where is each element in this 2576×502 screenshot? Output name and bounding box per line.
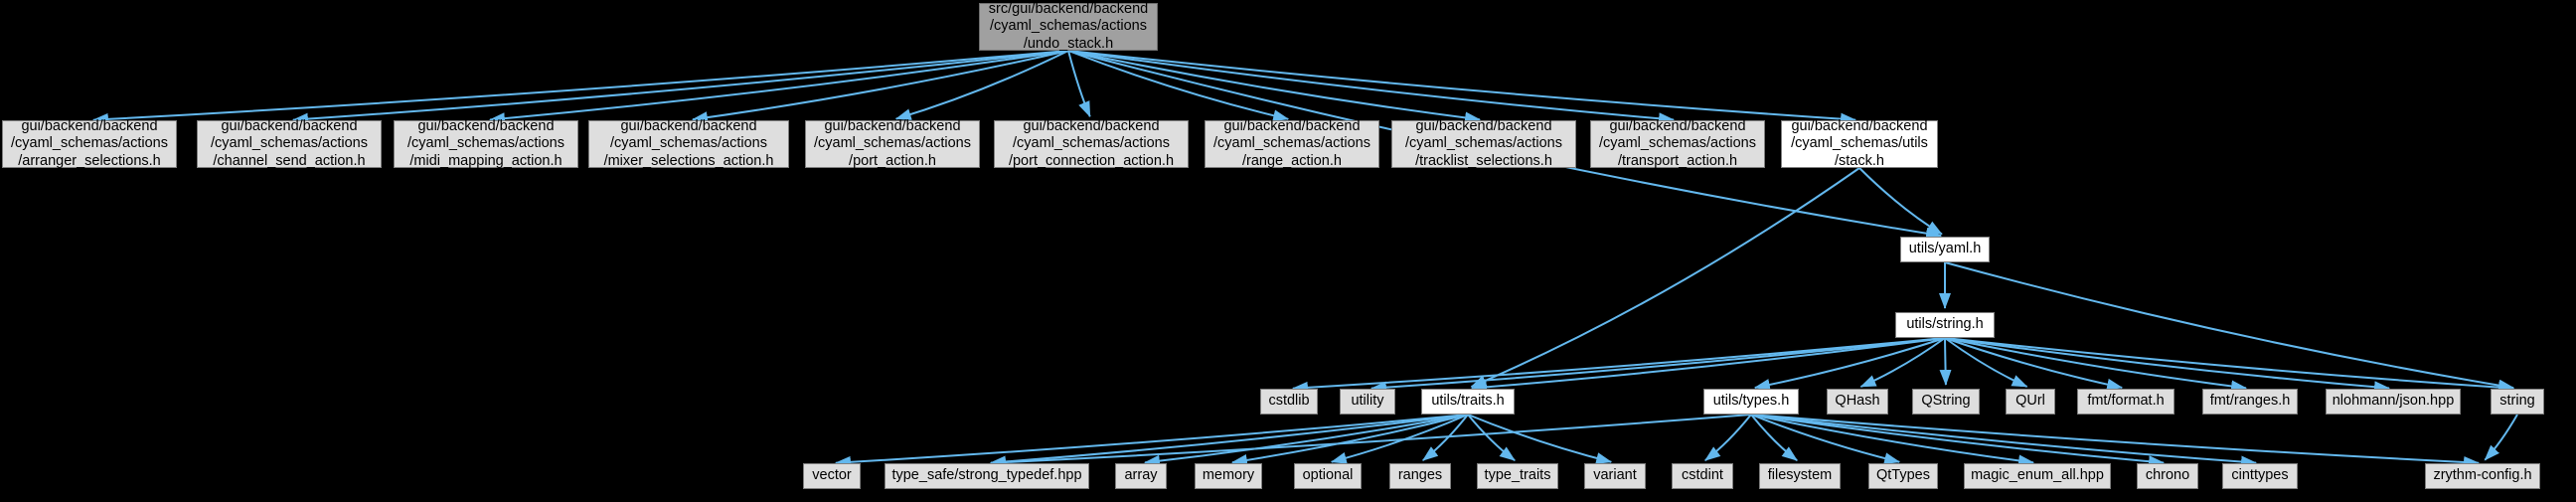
graph-edge-root-to-port_connection_action [1067, 50, 1091, 118]
graph-edge-types-to-filesystem [1750, 414, 1798, 461]
graph-node-midi_mapping_action[interactable]: gui/backend/backend /cyaml_schemas/actio… [394, 118, 578, 169]
graph-edge-traits-to-ranges [1422, 414, 1469, 461]
graph-edge-string-to-fmtranges [1944, 337, 2248, 393]
graph-node-string[interactable]: utils/string.h [1895, 312, 1995, 338]
graph-node-ranges[interactable]: ranges [1389, 463, 1451, 489]
graph-node-array[interactable]: array [1115, 463, 1167, 489]
graph-edge-root-to-midi_mapping_action [488, 50, 1069, 125]
graph-edge-traits-to-memory [1230, 414, 1469, 466]
graph-edge-types-to-zrythmconfig [1750, 414, 2481, 468]
graph-edge-types-to-magicenum [1750, 414, 2035, 467]
graph-node-vector[interactable]: vector [803, 463, 861, 489]
graph-node-type_traits[interactable]: type_traits [1477, 463, 1558, 489]
graph-node-qurl[interactable]: QUrl [2006, 389, 2055, 415]
graph-edge-types-to-qttypes [1750, 414, 1901, 465]
graph-node-tracklist_selections[interactable]: gui/backend/backend /cyaml_schemas/actio… [1391, 118, 1576, 169]
graph-edge-types-to-typesafe [989, 414, 1752, 469]
graph-node-chrono[interactable]: chrono [2137, 463, 2198, 489]
graph-node-qttypes[interactable]: QtTypes [1868, 463, 1938, 489]
graph-edge-root-to-mixer_selections_action [691, 50, 1069, 124]
graph-edge-types-to-chrono [1750, 414, 2166, 468]
graph-edge-root-to-arranger_selections [91, 50, 1069, 125]
graph-node-memory[interactable]: memory [1195, 463, 1262, 489]
graph-edge-string-to-cstdlib [1291, 337, 1946, 394]
graph-node-cstdlib[interactable]: cstdlib [1260, 389, 1318, 415]
graph-edge-string-to-qurl [1944, 337, 2028, 388]
graph-node-root[interactable]: src/gui/backend/backend /cyaml_schemas/a… [979, 1, 1158, 52]
graph-edge-traits-to-optional [1330, 414, 1469, 464]
graph-node-nlohmann[interactable]: nlohmann/json.hpp [2326, 389, 2461, 415]
graph-edge-string-to-fmtformat [1944, 337, 2124, 391]
graph-edge-traits-to-vector [834, 414, 1469, 468]
graph-edge-root-to-channel_send_action [291, 50, 1069, 125]
graph-node-typesafe[interactable]: type_safe/strong_typedef.hpp [885, 463, 1089, 489]
graph-edge-root-to-range_action [1067, 50, 1290, 122]
graph-edge-types-to-cstdint [1704, 414, 1752, 461]
graph-edge-root-to-port_action [894, 50, 1069, 120]
graph-node-types[interactable]: utils/types.h [1703, 389, 1799, 415]
graph-edge-traits-to-typesafe [989, 414, 1469, 468]
graph-edge-string-to-utility [1369, 337, 1946, 394]
graph-edge-root-to-stack [1067, 50, 1857, 125]
graph-edge-traits-to-array [1143, 414, 1469, 467]
graph-edge-root-to-transport_action [1067, 50, 1676, 125]
graph-node-mixer_selections_action[interactable]: gui/backend/backend /cyaml_schemas/actio… [588, 118, 789, 169]
graph-edge-string-to-nlohmann [1944, 337, 2391, 394]
graph-node-zrythmconfig[interactable]: zrythm-config.h [2425, 463, 2540, 489]
graph-edge-string-to-qhash [1859, 337, 1946, 388]
graph-node-cinttypes[interactable]: cinttypes [2222, 463, 2298, 489]
graph-edge-stack-to-traits [1470, 167, 1860, 388]
graph-node-utility[interactable]: utility [1340, 389, 1395, 415]
graph-node-arranger_selections[interactable]: gui/backend/backend /cyaml_schemas/actio… [2, 118, 177, 169]
graph-edge-traits-to-variant [1467, 414, 1613, 464]
graph-node-range_action[interactable]: gui/backend/backend /cyaml_schemas/actio… [1205, 118, 1379, 169]
graph-edge-string-to-types [1753, 337, 1946, 391]
graph-node-filesystem[interactable]: filesystem [1759, 463, 1841, 489]
graph-node-yaml[interactable]: utils/yaml.h [1900, 237, 1990, 262]
graph-edge-string-to-stringstd [1944, 337, 2515, 394]
graph-node-transport_action[interactable]: gui/backend/backend /cyaml_schemas/actio… [1590, 118, 1765, 169]
graph-edge-stringstd-to-zrythmconfig [2484, 414, 2518, 461]
graph-node-qstring[interactable]: QString [1912, 389, 1980, 415]
graph-edge-traits-to-type_traits [1467, 414, 1516, 462]
graph-node-fmtranges[interactable]: fmt/ranges.h [2202, 389, 2298, 415]
graph-node-port_action[interactable]: gui/backend/backend /cyaml_schemas/actio… [805, 118, 980, 169]
graph-edge-stack-to-yaml [1858, 167, 1943, 236]
graph-node-variant[interactable]: variant [1584, 463, 1646, 489]
graph-node-stack[interactable]: gui/backend/backend /cyaml_schemas/utils… [1781, 118, 1938, 169]
graph-node-traits[interactable]: utils/traits.h [1421, 389, 1515, 415]
graph-edge-string-to-traits [1470, 337, 1946, 394]
graph-node-port_connection_action[interactable]: gui/backend/backend /cyaml_schemas/actio… [994, 118, 1189, 169]
graph-edge-string-to-qstring [1939, 337, 1952, 387]
graph-node-stringstd[interactable]: string [2491, 389, 2544, 415]
graph-node-qhash[interactable]: QHash [1827, 389, 1888, 415]
graph-edge-types-to-cinttypes [1750, 414, 2258, 468]
graph-node-magicenum[interactable]: magic_enum_all.hpp [1964, 463, 2111, 489]
graph-node-optional[interactable]: optional [1294, 463, 1362, 489]
graph-node-fmtformat[interactable]: fmt/format.h [2077, 389, 2174, 415]
graph-edge-yaml-to-stringstd [1944, 261, 2515, 392]
graph-node-channel_send_action[interactable]: gui/backend/backend /cyaml_schemas/actio… [197, 118, 382, 169]
graph-node-cstdint[interactable]: cstdint [1672, 463, 1733, 489]
graph-edge-root-to-tracklist_selections [1067, 50, 1482, 124]
